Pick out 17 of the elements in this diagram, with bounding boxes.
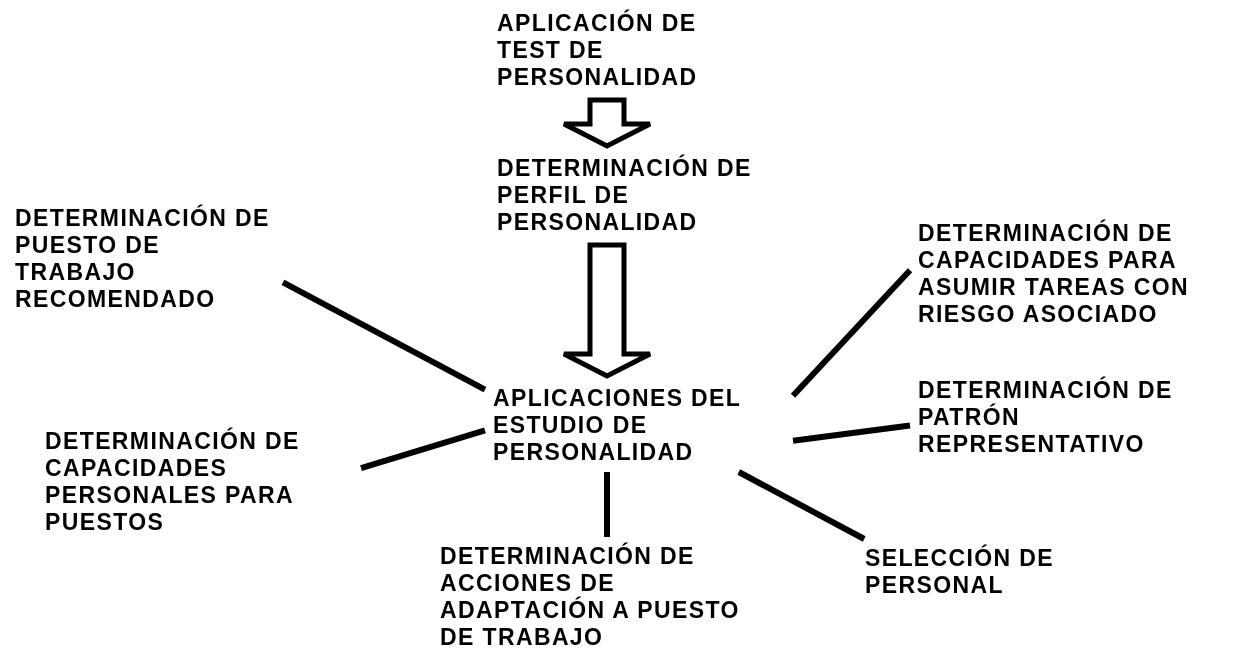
connector-line	[281, 279, 487, 393]
block-arrow	[561, 242, 653, 379]
connector-line	[737, 469, 866, 542]
node-label: SELECCIÓN DE PERSONAL	[865, 545, 1056, 599]
connector-line	[790, 268, 913, 398]
node-label: DETERMINACIÓN DE ACCIONES DE ADAPTACIÓN A PUESTO DE TRABAJO	[440, 543, 741, 651]
node-label: DETERMINACIÓN DE PATRÓN REPRESENTATIVO	[918, 377, 1174, 458]
node-label: DETERMINACIÓN DE PUESTO DE TRABAJO RECOMENDADO	[15, 205, 271, 313]
node-label: DETERMINACIÓN DE CAPACIDADES PERSONALES PARA PUESTOS	[45, 428, 301, 536]
connector-line	[604, 472, 610, 537]
node-label: APLICACIONES DEL ESTUDIO DE PERSONALIDAD	[493, 385, 742, 466]
node-label: DETERMINACIÓN DE PERFIL DE PERSONALIDAD	[497, 155, 753, 236]
node-label: APLICACIÓN DE TEST DE PERSONALIDAD	[497, 10, 699, 91]
connector-line	[792, 422, 911, 444]
block-arrow	[561, 97, 653, 149]
node-label: DETERMINACIÓN DE CAPACIDADES PARA ASUMIR TAREAS CON RIESGO ASOCIADO	[918, 220, 1190, 328]
connector-line	[360, 427, 486, 471]
